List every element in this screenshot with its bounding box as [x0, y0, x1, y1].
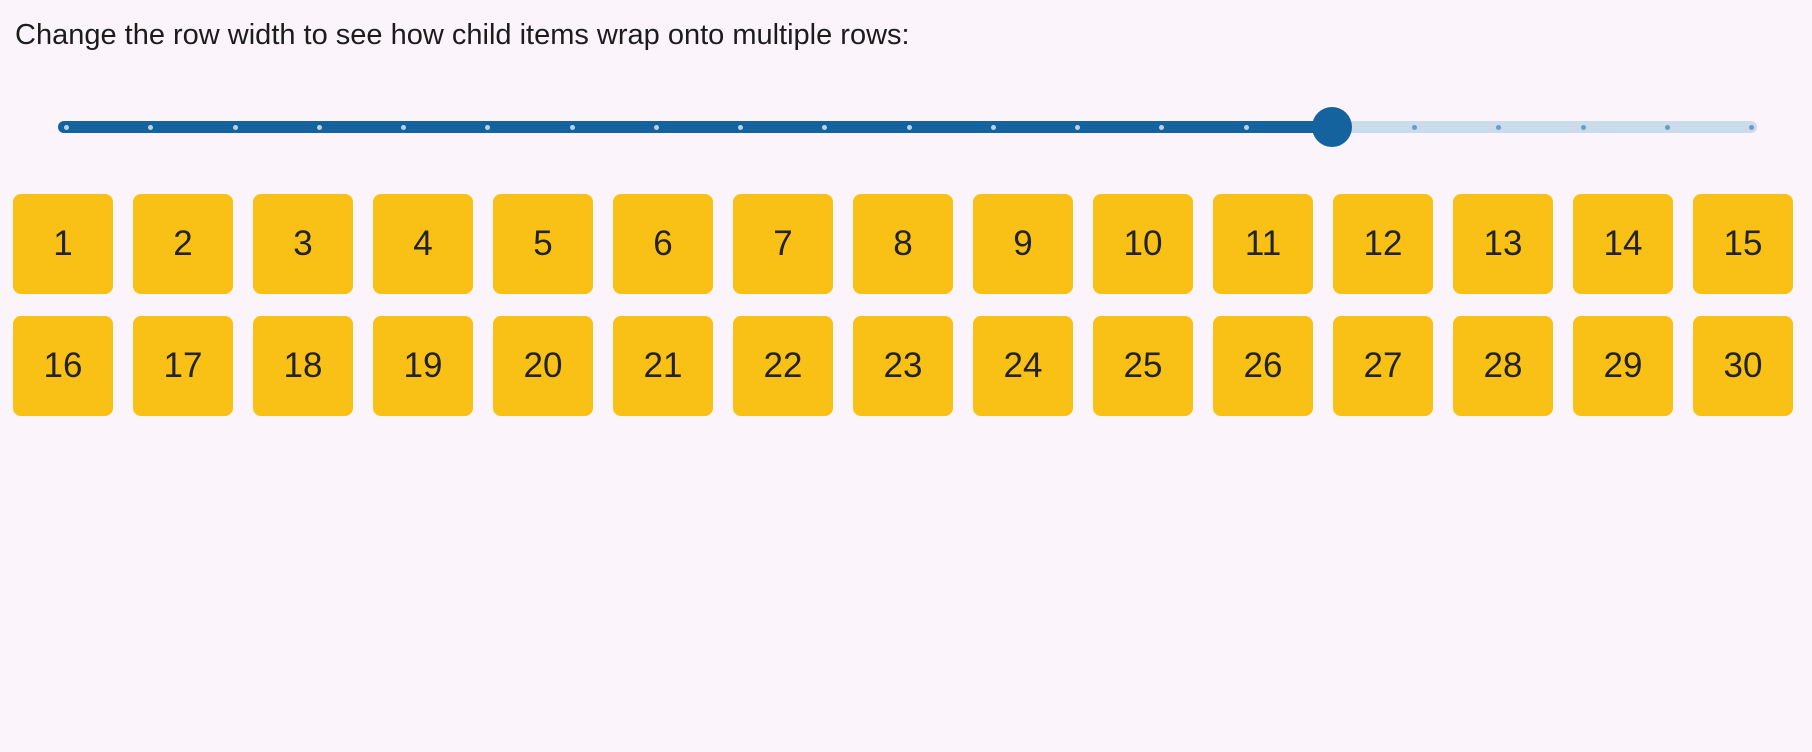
grid-item[interactable]: 1: [13, 194, 113, 294]
grid-item[interactable]: 20: [493, 316, 593, 416]
grid-item[interactable]: 4: [373, 194, 473, 294]
grid-item[interactable]: 9: [973, 194, 1073, 294]
grid-item[interactable]: 26: [1213, 316, 1313, 416]
grid-item[interactable]: 3: [253, 194, 353, 294]
grid-item[interactable]: 19: [373, 316, 473, 416]
grid-item[interactable]: 12: [1333, 194, 1433, 294]
grid-item[interactable]: 28: [1453, 316, 1553, 416]
grid-item[interactable]: 11: [1213, 194, 1313, 294]
grid-item[interactable]: 21: [613, 316, 713, 416]
grid-item[interactable]: 27: [1333, 316, 1433, 416]
grid-item[interactable]: 14: [1573, 194, 1673, 294]
instruction-text: Change the row width to see how child it…: [15, 19, 910, 51]
row-width-slider[interactable]: [58, 107, 1757, 147]
grid-item[interactable]: 17: [133, 316, 233, 416]
grid-item[interactable]: 29: [1573, 316, 1673, 416]
grid-item[interactable]: 13: [1453, 194, 1553, 294]
slider-fill: [58, 121, 1333, 133]
grid-item[interactable]: 22: [733, 316, 833, 416]
grid-item[interactable]: 30: [1693, 316, 1793, 416]
grid-item[interactable]: 23: [853, 316, 953, 416]
grid-item[interactable]: 2: [133, 194, 233, 294]
grid-item[interactable]: 8: [853, 194, 953, 294]
grid-item[interactable]: 5: [493, 194, 593, 294]
grid-item[interactable]: 16: [13, 316, 113, 416]
grid-item[interactable]: 6: [613, 194, 713, 294]
grid-item[interactable]: 15: [1693, 194, 1793, 294]
slider-thumb[interactable]: [1312, 107, 1353, 147]
grid-item[interactable]: 7: [733, 194, 833, 294]
grid-item[interactable]: 24: [973, 316, 1073, 416]
grid-item[interactable]: 10: [1093, 194, 1193, 294]
grid-item[interactable]: 18: [253, 316, 353, 416]
grid-item[interactable]: 25: [1093, 316, 1193, 416]
